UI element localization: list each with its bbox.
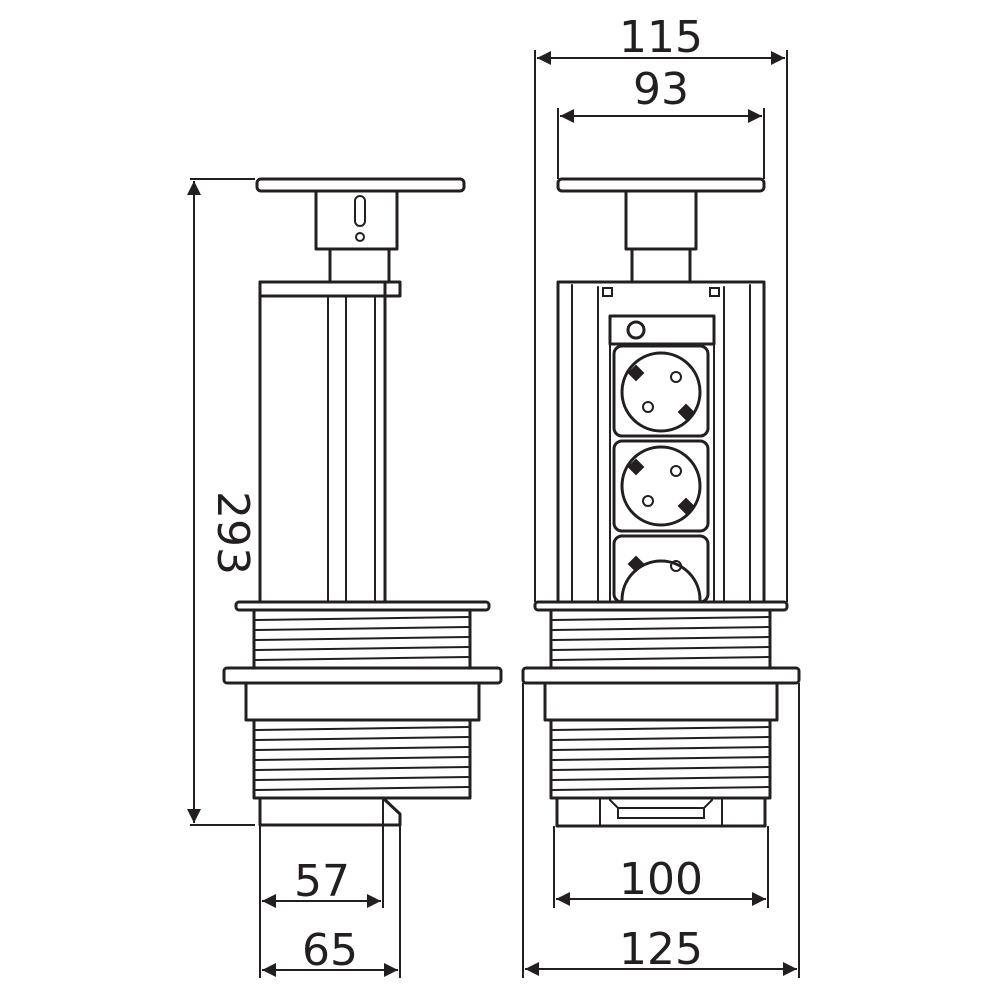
power-socket-icon <box>612 344 710 438</box>
dimension-front-bottom-inner: 100 <box>553 826 769 908</box>
side-lower-thread <box>252 718 472 800</box>
dimension-side-bottom-inner: 57 <box>259 798 384 978</box>
dimension-side-bottom-outer: 65 <box>262 825 401 978</box>
dim-label-top-inner: 93 <box>633 64 689 115</box>
front-base <box>555 796 767 828</box>
side-column <box>258 280 387 604</box>
indicator-light-icon <box>626 320 646 340</box>
side-washer <box>222 666 503 685</box>
dim-label-front-bottom-inner: 100 <box>619 854 703 905</box>
dim-label-top-outer: 115 <box>619 12 703 63</box>
dim-label-side-bottom-inner: 57 <box>294 856 350 907</box>
front-neck <box>624 189 698 251</box>
dimension-front-bottom-outer: 125 <box>522 683 800 978</box>
side-view <box>222 177 503 827</box>
side-lid <box>255 177 466 193</box>
dimension-top-outer: 115 <box>534 12 788 602</box>
front-washer <box>521 666 801 685</box>
side-base <box>258 796 402 827</box>
front-view <box>521 177 801 828</box>
dim-label-side-bottom-outer: 65 <box>302 925 358 976</box>
dimension-top-inner: 93 <box>557 64 765 179</box>
power-socket-icon <box>612 534 710 604</box>
indicator-panel <box>608 314 716 346</box>
dimension-height: 293 <box>187 178 258 826</box>
side-neck <box>314 189 399 251</box>
dim-label-front-bottom-outer: 125 <box>619 924 703 975</box>
power-socket-icon <box>612 439 710 533</box>
dim-label-height: 293 <box>207 491 258 575</box>
key-slot-icon <box>354 195 366 242</box>
front-lid <box>556 177 766 193</box>
